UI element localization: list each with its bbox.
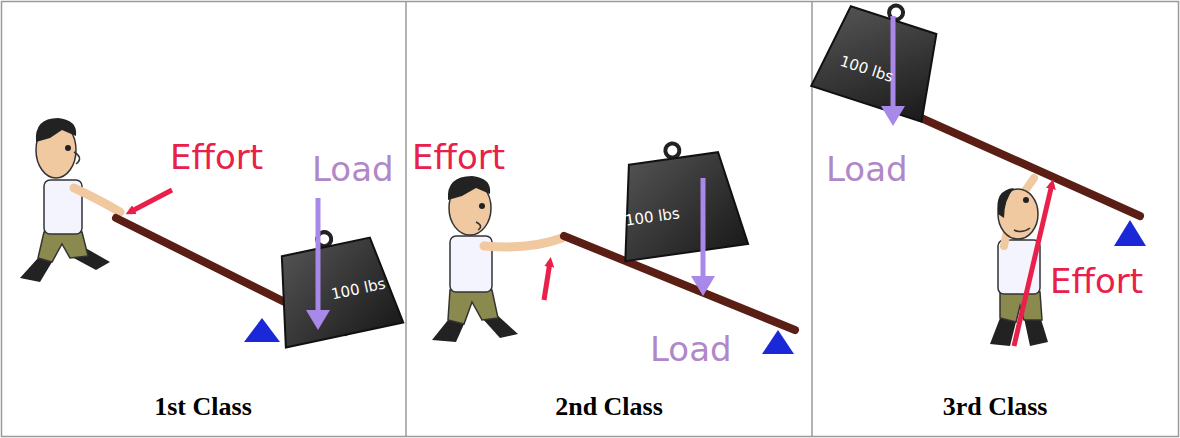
load-label: Load xyxy=(312,150,394,189)
load-label: Load xyxy=(826,150,908,189)
load-label: Load xyxy=(650,330,732,369)
class-caption: 1st Class xyxy=(154,392,252,422)
first-class-figure xyxy=(20,118,403,347)
effort-label: Effort xyxy=(1050,262,1143,301)
effort-label: Effort xyxy=(412,138,505,177)
class-caption: 2nd Class xyxy=(555,392,663,422)
class-caption: 3rd Class xyxy=(943,392,1048,422)
third-class-figure xyxy=(811,0,1146,346)
effort-label: Effort xyxy=(170,138,263,177)
